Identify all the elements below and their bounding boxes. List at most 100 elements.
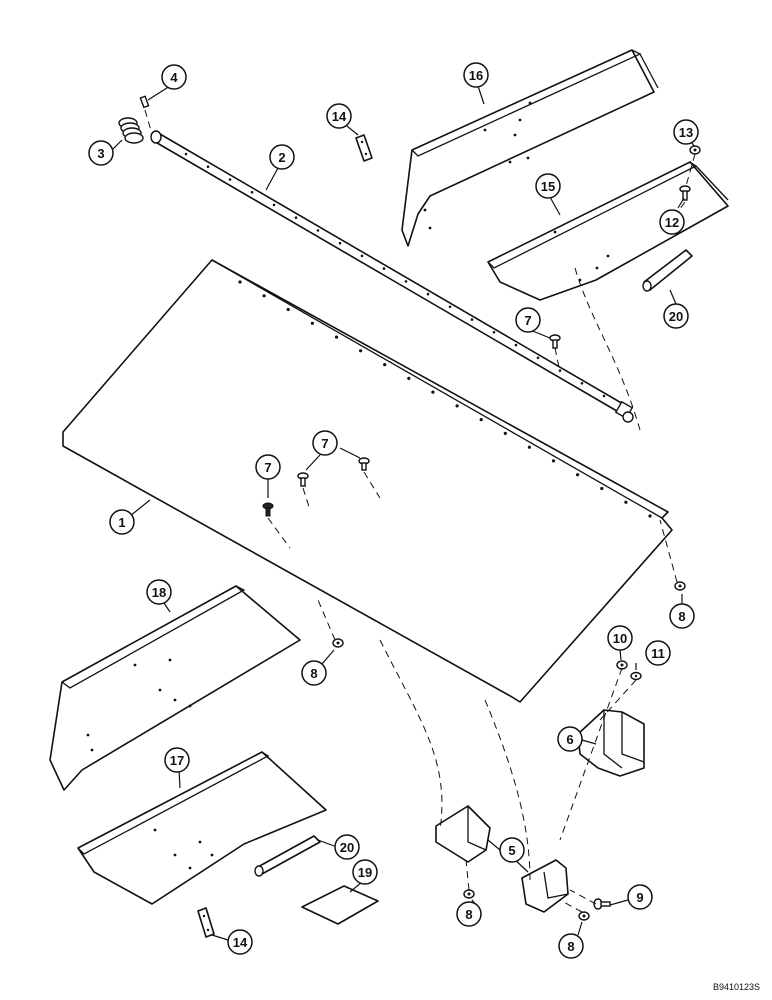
callout-11: 11 (645, 640, 671, 666)
assembly-lines (144, 109, 696, 913)
mounting-hole (316, 229, 320, 232)
mounting-hole (580, 382, 584, 385)
callout-8: 8 (301, 660, 327, 686)
callout-14: 14 (227, 929, 253, 955)
callout-5: 5 (499, 837, 525, 863)
mounting-hole (431, 390, 435, 394)
svg-text:19: 19 (358, 865, 372, 880)
mounting-hole (558, 369, 562, 372)
svg-text:7: 7 (524, 313, 531, 328)
callout-8: 8 (669, 603, 695, 629)
svg-text:9: 9 (636, 890, 643, 905)
mounting-hole (334, 335, 339, 339)
bracket-right (577, 709, 645, 777)
bolt (262, 502, 274, 517)
callout-2: 2 (269, 144, 295, 170)
mounting-hole (551, 459, 556, 463)
small-plate-bottom (197, 907, 215, 938)
mounting-hole (514, 343, 518, 347)
bracket-upper (435, 805, 491, 863)
deflector-lower-left (49, 585, 301, 791)
mounting-hole (576, 473, 580, 477)
svg-text:14: 14 (233, 935, 248, 950)
svg-text:6: 6 (566, 732, 573, 747)
svg-text:4: 4 (170, 70, 178, 85)
mounting-hole (624, 500, 628, 504)
svg-text:14: 14 (332, 109, 347, 124)
bracket-lower (521, 859, 569, 913)
mounting-hole (648, 514, 652, 518)
mounting-hole (228, 178, 232, 181)
nut (616, 660, 628, 670)
callout-19: 19 (352, 859, 378, 885)
bolt (358, 457, 370, 471)
callouts: 1 2 3 4 5 6 7 7 7 8 8 8 8 9 10 11 12 13 … (88, 62, 699, 959)
reference-code: B9410123S (713, 982, 760, 992)
mounting-hole (470, 318, 474, 321)
callout-18: 18 (146, 579, 172, 605)
callout-8: 8 (456, 901, 482, 927)
mounting-hole (286, 307, 290, 312)
mounting-hole (448, 305, 452, 309)
callout-6: 6 (557, 726, 583, 752)
bolt (593, 898, 611, 910)
nut (332, 638, 344, 648)
square-plate (301, 885, 379, 925)
svg-text:13: 13 (679, 125, 693, 140)
svg-text:1: 1 (118, 515, 125, 530)
callout-20: 20 (663, 303, 689, 329)
mounting-hole (359, 349, 363, 353)
mounting-hole (527, 445, 532, 449)
svg-text:18: 18 (152, 585, 166, 600)
svg-text:3: 3 (97, 146, 104, 161)
callout-8: 8 (558, 933, 584, 959)
callout-10: 10 (607, 625, 633, 651)
mounting-hole (383, 363, 387, 367)
deflector-upper (401, 49, 659, 247)
deflector-middle (487, 161, 729, 301)
mounting-hole (272, 203, 276, 207)
mounting-hole (294, 216, 298, 219)
svg-text:5: 5 (508, 843, 515, 858)
callout-3: 3 (88, 140, 114, 166)
bolt (549, 334, 561, 349)
shaft (150, 130, 634, 423)
callout-13: 13 (673, 119, 699, 145)
mounting-hole (492, 331, 496, 334)
mounting-hole (602, 394, 606, 398)
svg-text:15: 15 (541, 179, 555, 194)
nut (578, 911, 590, 921)
mounting-hole (250, 190, 254, 194)
svg-text:12: 12 (665, 215, 679, 230)
svg-text:8: 8 (567, 939, 574, 954)
rod-lower (254, 835, 321, 877)
svg-text:7: 7 (321, 436, 328, 451)
mounting-hole (310, 321, 314, 325)
callout-7: 7 (515, 307, 541, 333)
nut (463, 889, 475, 899)
svg-text:16: 16 (469, 68, 483, 83)
mounting-hole (338, 241, 342, 245)
mounting-hole (238, 280, 242, 284)
svg-text:7: 7 (264, 460, 271, 475)
mounting-hole (206, 165, 210, 168)
deflector-lower (77, 751, 327, 905)
mounting-hole (262, 294, 266, 298)
mounting-hole (184, 152, 188, 156)
mounting-hole (503, 431, 507, 435)
washer (630, 671, 642, 681)
mounting-hole (455, 404, 459, 408)
callout-16: 16 (463, 62, 489, 88)
callout-7: 7 (255, 454, 281, 480)
mounting-hole (407, 376, 411, 380)
svg-text:2: 2 (278, 150, 285, 165)
callout-4: 4 (161, 64, 187, 90)
pin (139, 95, 150, 109)
callout-20: 20 (334, 834, 360, 860)
callout-17: 17 (164, 747, 190, 773)
svg-text:10: 10 (613, 631, 627, 646)
svg-text:17: 17 (170, 753, 184, 768)
svg-text:20: 20 (340, 840, 354, 855)
mounting-hole (479, 418, 483, 422)
